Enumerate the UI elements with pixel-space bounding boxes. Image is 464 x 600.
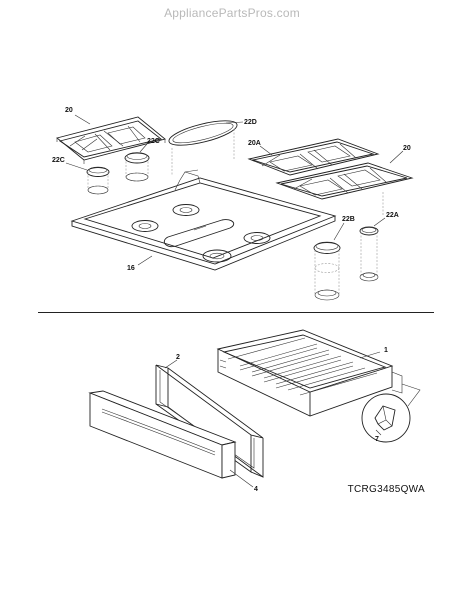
drawer-body[interactable] xyxy=(216,329,403,417)
callout-16: 16 xyxy=(127,265,135,272)
drawer-bracket[interactable] xyxy=(361,393,411,443)
grate-right-top[interactable] xyxy=(275,162,414,200)
burner-cap-22c-lower[interactable] xyxy=(86,166,110,195)
callout-20-right: 20 xyxy=(403,145,411,152)
callout-22b: 22B xyxy=(342,216,355,223)
callout-7: 7 xyxy=(375,436,379,443)
drawer-front[interactable] xyxy=(88,390,237,479)
burner-cap-22a[interactable] xyxy=(359,226,379,282)
callout-2: 2 xyxy=(176,354,180,361)
callout-22c-upper: 22C xyxy=(147,138,160,145)
burner-cap-22b[interactable] xyxy=(313,241,341,301)
model-number: TCRG3485QWA xyxy=(347,484,425,495)
callout-4: 4 xyxy=(254,486,258,493)
site-watermark: AppliancePartsPros.com xyxy=(164,6,300,20)
callout-22c-lower: 22C xyxy=(52,157,65,164)
cooktop[interactable] xyxy=(70,169,337,271)
callout-22a: 22A xyxy=(386,212,399,219)
burner-cap-22c-upper[interactable] xyxy=(124,152,150,182)
callout-20a: 20A xyxy=(248,140,261,147)
burner-cap-22d[interactable] xyxy=(167,116,239,175)
grate-right-bottom[interactable] xyxy=(247,138,380,176)
callout-22d: 22D xyxy=(244,119,257,126)
callout-1: 1 xyxy=(384,347,388,354)
section-divider xyxy=(38,312,434,313)
grate-left[interactable] xyxy=(56,116,166,164)
callout-20-left: 20 xyxy=(65,107,73,114)
